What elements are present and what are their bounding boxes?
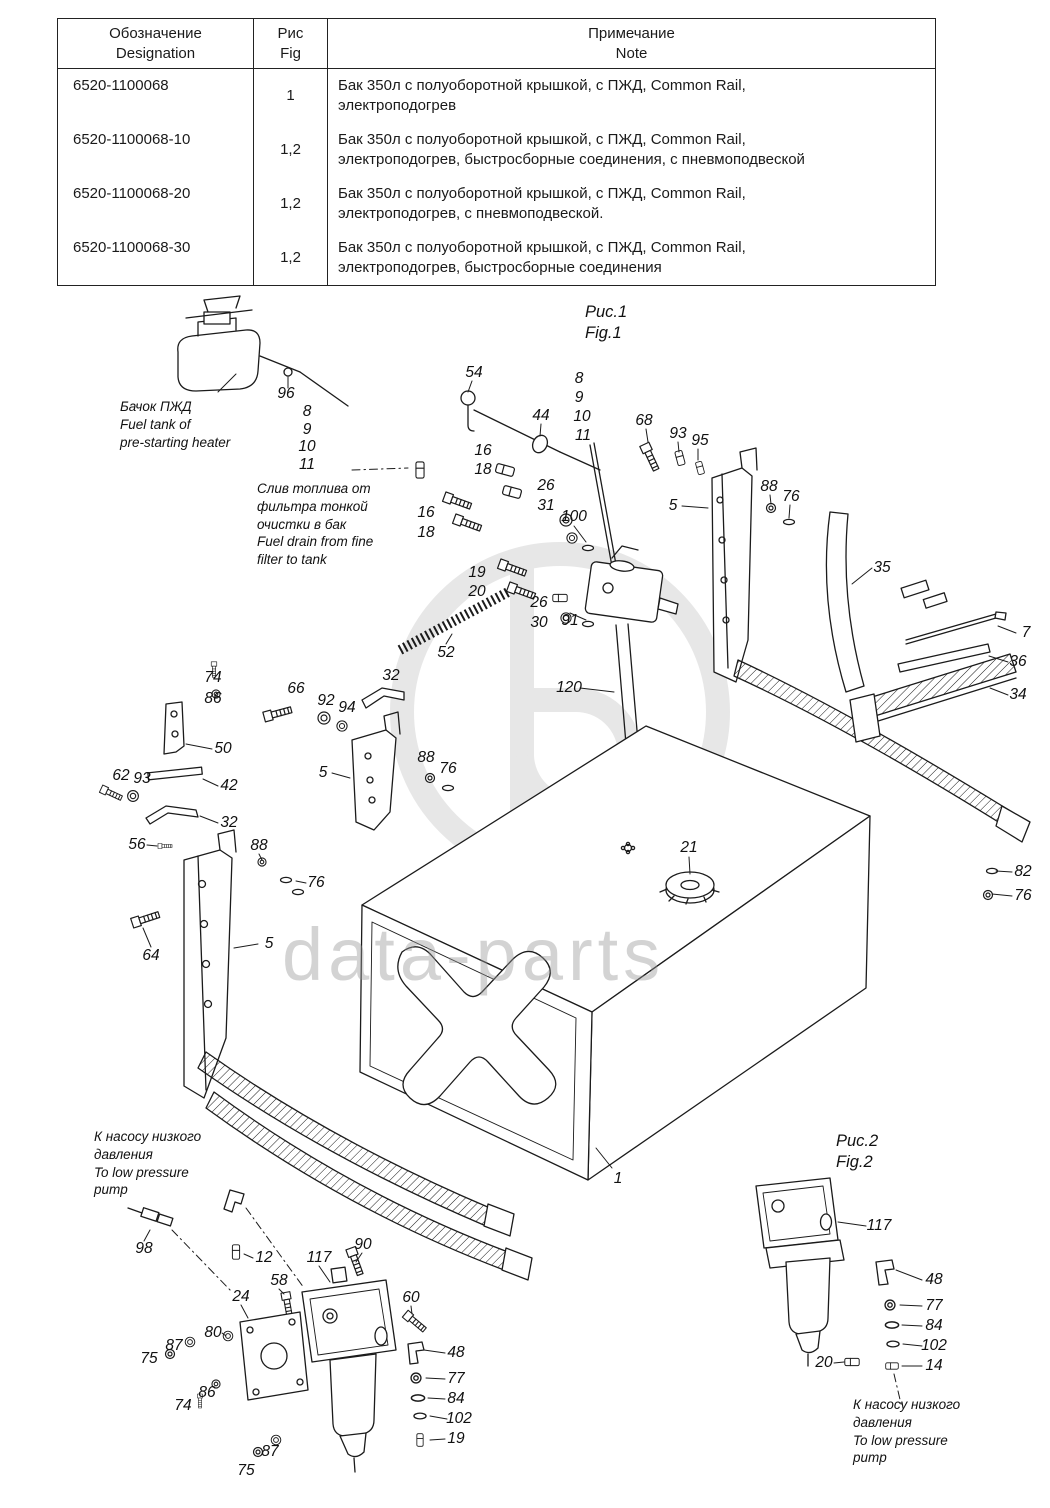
col-fig: Рис Fig [253,18,328,69]
leader-lines [142,376,1017,1441]
table-header-row: Обозначение Designation Рис Fig Примечан… [57,18,936,69]
cell-fig: 1,2 [253,123,328,177]
left-small-parts [98,661,455,896]
cell-note: Бак 350л с полуоборотной крышкой, с ПЖД,… [327,177,936,231]
cell-note: Бак 350л с полуоборотной крышкой, с ПЖД,… [327,231,936,286]
line-art [98,295,1031,1473]
cell-note: Бак 350л с полуоборотной крышкой, с ПЖД,… [327,123,936,177]
table-row: 6520-1100068 1 Бак 350л с полуоборотной … [57,68,936,123]
fuel-filter-assembly-left [127,1189,429,1473]
table-row: 6520-1100068-30 1,2 Бак 350л с полуоборо… [57,231,936,286]
tank-strap-kit [825,511,1017,743]
col-note: Примечание Note [327,18,936,69]
filler-tube-parts [415,390,618,628]
ribbed-hose [397,587,511,655]
table-row: 6520-1100068-10 1,2 Бак 350л с полуоборо… [57,123,936,177]
cell-fig: 1,2 [253,231,328,286]
cell-fig: 1,2 [253,177,328,231]
fuel-filter-assembly-fig2 [755,1177,903,1409]
fuel-tank [359,725,871,1181]
col-designation: Обозначение Designation [57,18,254,69]
cell-designation: 6520-1100068-30 [57,231,254,286]
prestart-heater-tank [177,295,349,407]
right-mount-bracket [711,447,1031,901]
table-row: 6520-1100068-20 1,2 Бак 350л с полуоборо… [57,177,936,231]
left-mount-bracket [130,829,533,1281]
parts-table: Обозначение Designation Рис Fig Примечан… [57,18,936,286]
cell-note: Бак 350л с полуоборотной крышкой, с ПЖД,… [327,68,936,123]
cell-designation: 6520-1100068 [57,68,254,123]
